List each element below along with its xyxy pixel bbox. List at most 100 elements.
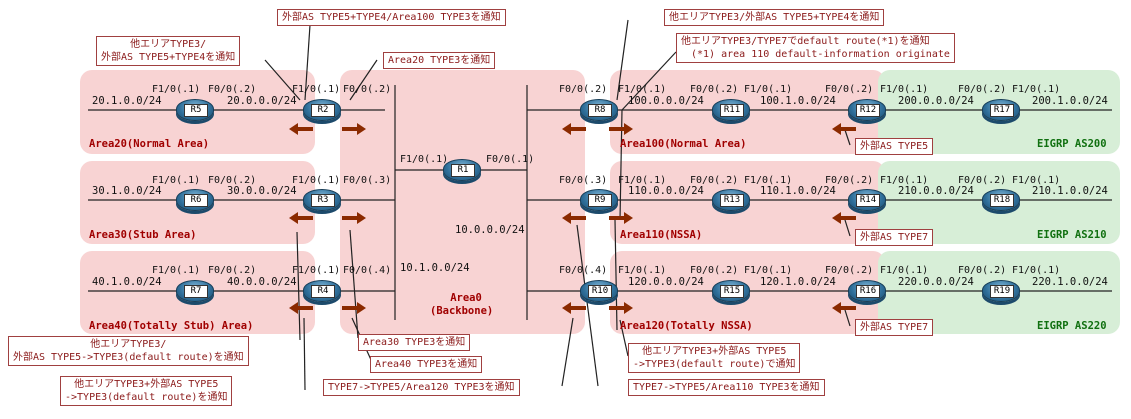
router-r6[interactable]: R6 (176, 189, 214, 211)
area0-sublabel: (Backbone) (430, 305, 494, 317)
router-r14[interactable]: R14 (848, 189, 886, 211)
router-r2-label: R2 (311, 104, 335, 117)
router-r9-label: R9 (588, 194, 612, 207)
if-r2-f00: F0/0(.2) (343, 84, 392, 95)
router-r10[interactable]: R10 (580, 280, 618, 302)
callout-type7-area120: TYPE7->TYPE5/Area120 TYPE3を通知 (323, 379, 520, 396)
router-r15-label: R15 (720, 285, 744, 298)
router-r13[interactable]: R13 (712, 189, 750, 211)
router-r12[interactable]: R12 (848, 99, 886, 121)
router-r3[interactable]: R3 (303, 189, 341, 211)
arrow-left-icon (289, 123, 313, 135)
router-r9[interactable]: R9 (580, 189, 618, 211)
if-r3-f00: F0/0(.3) (343, 175, 392, 186)
router-r18[interactable]: R18 (982, 189, 1020, 211)
callout-r15: 他エリアTYPE3+外部AS TYPE5 ->TYPE3(default rou… (628, 343, 801, 373)
net-40-1: 40.1.0.0/24 (92, 276, 162, 288)
if-r5-f10: F1/0(.1) (152, 84, 201, 95)
area30-label: Area30(Stub Area) (89, 229, 197, 241)
router-r5[interactable]: R5 (176, 99, 214, 121)
router-r7-label: R7 (184, 285, 208, 298)
router-r8[interactable]: R8 (580, 99, 618, 121)
if-r11-f00: F0/0(.2) (690, 84, 739, 95)
arrow-left-icon (562, 302, 586, 314)
area40-label: Area40(Totally Stub) Area) (89, 320, 254, 332)
net-200-1: 200.1.0.0/24 (1032, 95, 1108, 107)
if-r2-f10: F1/0(.1) (292, 84, 341, 95)
router-r8-label: R8 (588, 104, 612, 117)
if-r6-f10: F1/0(.1) (152, 175, 201, 186)
callout-ext-r2: 外部AS TYPE5+TYPE4/Area100 TYPE3を通知 (277, 9, 506, 26)
if-r7-f00: F0/0(.2) (208, 265, 257, 276)
if-r8-f10: F1/0(.1) (618, 84, 667, 95)
callout-r15-line1: 他エリアTYPE3+外部AS TYPE5 (642, 346, 787, 357)
router-r19[interactable]: R19 (982, 280, 1020, 302)
router-r10-label: R10 (588, 285, 612, 298)
callout-area30: Area30 TYPE3を通知 (358, 334, 471, 351)
if-r11-f10: F1/0(.1) (744, 84, 793, 95)
callout-r5: 他エリアTYPE3/ 外部AS TYPE5+TYPE4を通知 (96, 36, 241, 66)
if-r18-f10: F1/0(.1) (1012, 175, 1061, 186)
net-100-0: 100.0.0.0/24 (628, 95, 704, 107)
callout-r4-line1: 他エリアTYPE3+外部AS TYPE5 (74, 379, 219, 390)
router-r4-label: R4 (311, 285, 335, 298)
arrow-left-icon (562, 212, 586, 224)
net-220-1: 220.1.0.0/24 (1032, 276, 1108, 288)
arrow-right-icon (609, 123, 633, 135)
callout-r11: 他エリアTYPE3/TYPE7でdefault route(*1)を通知 (*1… (676, 33, 955, 63)
router-r15[interactable]: R15 (712, 280, 750, 302)
net-10-1: 10.1.0.0/24 (400, 262, 470, 274)
if-r1-f00: F0/0(.1) (486, 154, 535, 165)
area110-label: Area110(NSSA) (620, 229, 703, 241)
router-r16-label: R16 (856, 285, 880, 298)
if-r5-f00: F0/0(.2) (208, 84, 257, 95)
router-r1[interactable]: R1 (443, 159, 481, 181)
router-r4[interactable]: R4 (303, 280, 341, 302)
if-r19-f00: F0/0(.2) (958, 265, 1007, 276)
callout-r4: 他エリアTYPE3+外部AS TYPE5 ->TYPE3(default rou… (60, 376, 233, 406)
callout-area40: Area40 TYPE3を通知 (370, 356, 483, 373)
router-r19-label: R19 (990, 285, 1014, 298)
if-r4-f00: F0/0(.4) (343, 265, 392, 276)
router-r5-label: R5 (184, 104, 208, 117)
if-r15-f00: F0/0(.2) (690, 265, 739, 276)
eigrp-as210-label: EIGRP AS210 (1037, 229, 1107, 241)
if-r14-f10: F1/0(.1) (880, 175, 929, 186)
arrow-left-icon (562, 123, 586, 135)
arrow-right-icon (342, 302, 366, 314)
callout-r11-line2: (*1) area 110 default-information origin… (691, 49, 950, 60)
area100-label: Area100(Normal Area) (620, 138, 747, 150)
arrow-left-icon (832, 302, 856, 314)
callout-r15-line2: ->TYPE3(default route)で通知 (633, 359, 796, 370)
router-r17[interactable]: R17 (982, 99, 1020, 121)
net-110-1: 110.1.0.0/24 (760, 185, 836, 197)
if-r7-f10: F1/0(.1) (152, 265, 201, 276)
callout-ext7-b: 外部AS TYPE7 (855, 319, 934, 336)
if-r17-f10: F1/0(.1) (1012, 84, 1061, 95)
if-r8-f00: F0/0(.2) (559, 84, 608, 95)
if-r13-f00: F0/0(.2) (690, 175, 739, 186)
net-100-1: 100.1.0.0/24 (760, 95, 836, 107)
router-r14-label: R14 (856, 194, 880, 207)
if-r16-f10: F1/0(.1) (880, 265, 929, 276)
net-200-0: 200.0.0.0/24 (898, 95, 974, 107)
arrow-left-icon (832, 123, 856, 135)
net-40-0: 40.0.0.0/24 (227, 276, 297, 288)
callout-r7: 他エリアTYPE3/ 外部AS TYPE5->TYPE3(default rou… (8, 336, 249, 366)
callout-r5-line1: 他エリアTYPE3/ (130, 39, 207, 50)
router-r16[interactable]: R16 (848, 280, 886, 302)
callout-r7-line1: 他エリアTYPE3/ (90, 339, 167, 350)
eigrp-as220-label: EIGRP AS220 (1037, 320, 1107, 332)
router-r11[interactable]: R11 (712, 99, 750, 121)
net-120-1: 120.1.0.0/24 (760, 276, 836, 288)
net-220-0: 220.0.0.0/24 (898, 276, 974, 288)
if-r18-f00: F0/0(.2) (958, 175, 1007, 186)
router-r2[interactable]: R2 (303, 99, 341, 121)
arrow-right-icon (609, 302, 633, 314)
net-10-0: 10.0.0.0/24 (455, 224, 525, 236)
router-r7[interactable]: R7 (176, 280, 214, 302)
net-20-1: 20.1.0.0/24 (92, 95, 162, 107)
callout-r7-line2: 外部AS TYPE5->TYPE3(default route)を通知 (13, 352, 244, 363)
if-r3-f10: F1/0(.1) (292, 175, 341, 186)
callout-r8-top: 他エリアTYPE3/外部AS TYPE5+TYPE4を通知 (664, 9, 885, 26)
